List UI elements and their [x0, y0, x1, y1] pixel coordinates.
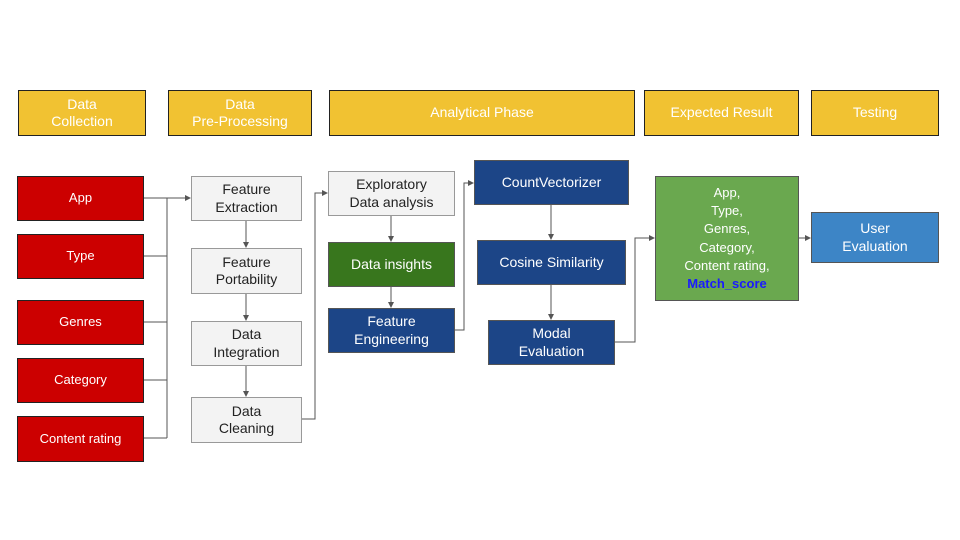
node-data-integration: Data Integration: [191, 321, 302, 366]
phase-data-preprocessing: Data Pre-Processing: [168, 90, 312, 136]
arrow-cleaning-to-eda: [301, 190, 328, 420]
phase-testing: Testing: [811, 90, 939, 136]
result-line-category: Category,: [699, 239, 755, 255]
node-feature-portability: Feature Portability: [191, 248, 302, 294]
node-feature-engineering: Feature Engineering: [328, 308, 455, 353]
node-data-insights: Data insights: [328, 242, 455, 287]
phase-analytical: Analytical Phase: [329, 90, 635, 136]
result-line-type: Type,: [711, 203, 743, 219]
node-count-vectorizer: CountVectorizer: [474, 160, 629, 205]
input-genres: Genres: [17, 300, 144, 345]
node-modal-evaluation: Modal Evaluation: [488, 320, 615, 365]
result-line-app: App,: [713, 184, 741, 200]
node-expected-result: App, Type, Genres, Category, Content rat…: [655, 176, 799, 301]
input-content-rating: Content rating: [17, 416, 144, 462]
node-exploratory-data-analysis: Exploratory Data analysis: [328, 171, 455, 216]
input-app: App: [17, 176, 144, 221]
result-line-content-rating: Content rating,: [684, 257, 770, 273]
node-data-cleaning: Data Cleaning: [191, 397, 302, 443]
phase-data-collection: Data Collection: [18, 90, 146, 136]
result-line-genres: Genres,: [703, 221, 751, 237]
arrow-evaluation-to-result: [614, 235, 655, 343]
node-cosine-similarity: Cosine Similarity: [477, 240, 626, 285]
arrow-engineering-to-vectorizer: [454, 180, 474, 331]
node-feature-extraction: Feature Extraction: [191, 176, 302, 221]
result-match-score: Match_score: [687, 275, 767, 291]
node-user-evaluation: User Evaluation: [811, 212, 939, 263]
input-type: Type: [17, 234, 144, 279]
phase-expected-result: Expected Result: [644, 90, 799, 136]
input-category: Category: [17, 358, 144, 403]
